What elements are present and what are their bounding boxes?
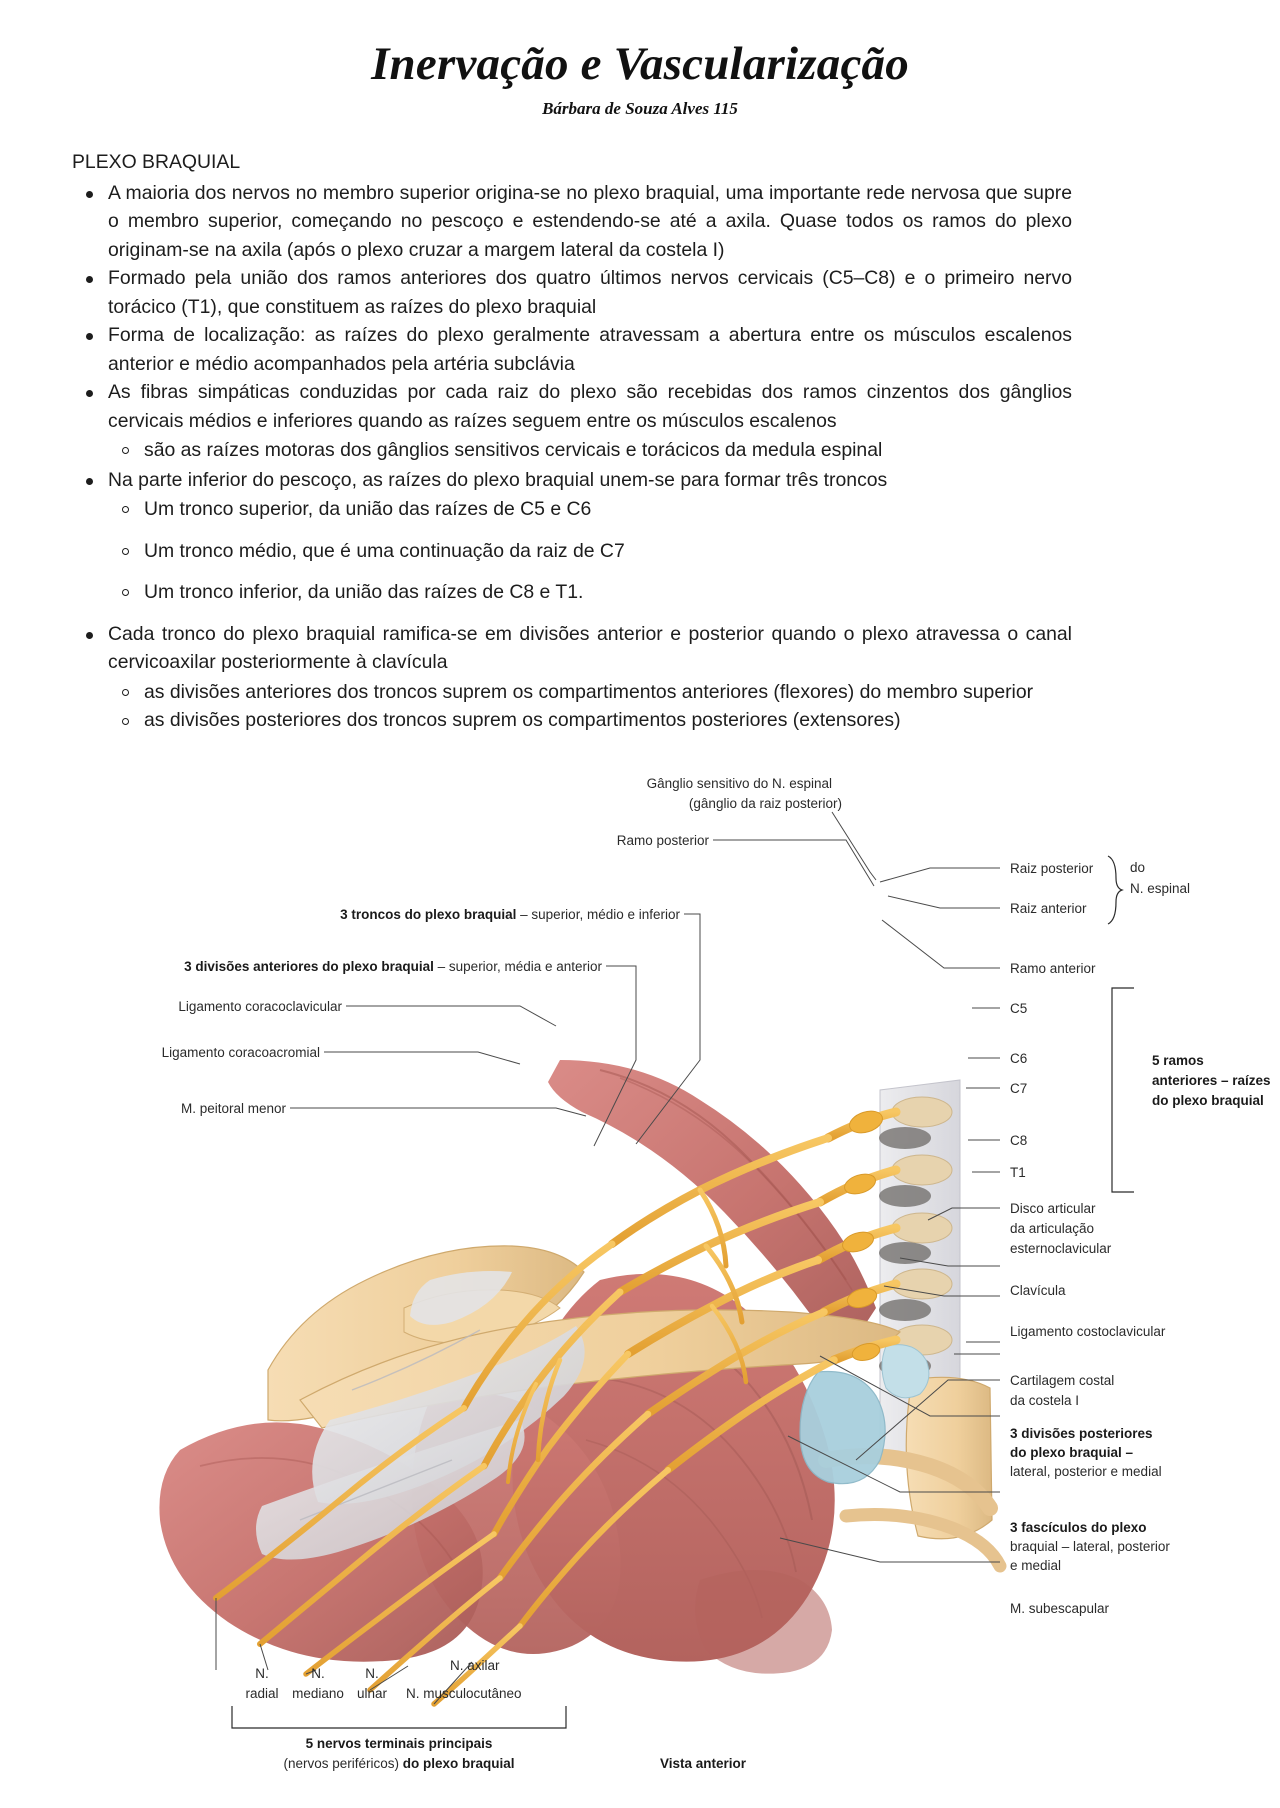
notes-sub-list: Um tronco superior, da união das raízes … bbox=[108, 495, 1072, 607]
label-3-divisoes-anteriores-bold: 3 divisões anteriores do plexo braquial bbox=[184, 959, 434, 974]
label-5-ramos-line2: anteriores – raízes bbox=[1152, 1073, 1271, 1088]
label-n-radial-l1: N. bbox=[255, 1666, 269, 1681]
label-cartilagem-costal-l2: da costela I bbox=[1010, 1393, 1079, 1408]
label-n-mediano-l1: N. bbox=[311, 1666, 325, 1681]
label-ramo-posterior: Ramo posterior bbox=[617, 833, 710, 848]
list-item: as divisões anteriores dos troncos supre… bbox=[108, 678, 1072, 707]
section-heading: PLEXO BRAQUIAL bbox=[72, 151, 241, 173]
caption-nervos-perifericos-bold: do plexo braquial bbox=[403, 1756, 515, 1771]
label-n-musculocutaneo: N. musculocutâneo bbox=[406, 1686, 522, 1701]
notes-body: PLEXO BRAQUIAL A maioria dos nervos no m… bbox=[72, 148, 1072, 736]
label-3-troncos-plain: – superior, médio e inferior bbox=[516, 907, 680, 922]
label-ligamento-coracoacromial: Ligamento coracoacromial bbox=[162, 1045, 320, 1060]
sub-bullet-text: são as raízes motoras dos gânglios sensi… bbox=[144, 439, 883, 462]
label-ganglio-line2: (gânglio da raiz posterior) bbox=[689, 796, 842, 811]
list-item: Forma de localização: as raízes do plexo… bbox=[72, 321, 1072, 378]
label-root-c5: C5 bbox=[1010, 1001, 1027, 1016]
label-clavicula: Clavícula bbox=[1010, 1283, 1066, 1298]
list-item: Formado pela união dos ramos anteriores … bbox=[72, 264, 1072, 321]
notes-bullet-list: A maioria dos nervos no membro superior … bbox=[72, 179, 1072, 735]
label-bracket-do: do bbox=[1130, 860, 1145, 875]
anatomy-illustration bbox=[159, 1060, 1007, 1707]
label-ganglio-line1: Gânglio sensitivo do N. espinal bbox=[647, 776, 832, 791]
label-root-c6: C6 bbox=[1010, 1051, 1027, 1066]
label-root-c7: C7 bbox=[1010, 1081, 1027, 1096]
label-5-ramos-line1: 5 ramos bbox=[1152, 1053, 1204, 1068]
bullet-text: A maioria dos nervos no membro superior … bbox=[108, 181, 1072, 261]
label-3-fasciculos-l3: e medial bbox=[1010, 1558, 1061, 1573]
notes-sub-list: as divisões anteriores dos troncos supre… bbox=[108, 678, 1072, 735]
label-m-peitoral-menor: M. peitoral menor bbox=[181, 1101, 287, 1116]
sub-bullet-text: as divisões posteriores dos troncos supr… bbox=[144, 709, 901, 732]
label-3-divisoes-anteriores: 3 divisões anteriores do plexo braquial … bbox=[184, 959, 602, 974]
label-3-divisoes-posteriores-l1: 3 divisões posteriores bbox=[1010, 1426, 1153, 1441]
label-n-ulnar-l1: N. bbox=[365, 1666, 379, 1681]
figure-labels: Gânglio sensitivo do N. espinal (gânglio… bbox=[162, 776, 1271, 1771]
list-item: as divisões posteriores dos troncos supr… bbox=[108, 706, 1072, 735]
label-n-ulnar-l2: ulnar bbox=[357, 1686, 388, 1701]
bullet-text: Formado pela união dos ramos anteriores … bbox=[108, 267, 1072, 318]
leader-lines bbox=[290, 811, 1000, 1563]
caption-5-nervos-terminais: 5 nervos terminais principais bbox=[306, 1736, 493, 1751]
label-3-fasciculos-l1: 3 fascículos do plexo bbox=[1010, 1520, 1147, 1535]
label-n-axilar: N. axilar bbox=[450, 1658, 500, 1673]
caption-vista-anterior: Vista anterior bbox=[660, 1756, 747, 1771]
bullet-text: Forma de localização: as raízes do plexo… bbox=[108, 324, 1072, 375]
label-ligamento-coracoclavicular: Ligamento coracoclavicular bbox=[178, 999, 342, 1014]
label-bracket-n-espinal: N. espinal bbox=[1130, 881, 1190, 896]
caption-nervos-perifericos-plain: (nervos periféricos) bbox=[283, 1756, 402, 1771]
label-3-troncos-bold: 3 troncos do plexo braquial bbox=[340, 907, 516, 922]
label-raiz-anterior: Raiz anterior bbox=[1010, 901, 1087, 916]
label-ramo-anterior: Ramo anterior bbox=[1010, 961, 1096, 976]
label-ligamento-costoclavicular: Ligamento costoclavicular bbox=[1010, 1324, 1166, 1339]
label-root-t1: T1 bbox=[1010, 1165, 1026, 1180]
label-raiz-posterior: Raiz posterior bbox=[1010, 861, 1094, 876]
notes-sub-list: são as raízes motoras dos gânglios sensi… bbox=[108, 436, 1072, 465]
bullet-text: As fibras simpáticas conduzidas por cada… bbox=[108, 381, 1072, 432]
list-item: Um tronco médio, que é uma continuação d… bbox=[108, 537, 1072, 566]
list-item: são as raízes motoras dos gânglios sensi… bbox=[108, 436, 1072, 465]
label-cartilagem-costal-l1: Cartilagem costal bbox=[1010, 1373, 1114, 1388]
label-disco-articular-l2: da articulação bbox=[1010, 1221, 1094, 1236]
list-item: A maioria dos nervos no membro superior … bbox=[72, 179, 1072, 265]
sub-bullet-text: Um tronco inferior, da união das raízes … bbox=[144, 581, 584, 604]
label-disco-articular-l1: Disco articular bbox=[1010, 1201, 1096, 1216]
list-item: Cada tronco do plexo braquial ramifica-s… bbox=[72, 620, 1072, 735]
page-subtitle: Bárbara de Souza Alves 115 bbox=[542, 99, 738, 119]
label-m-subescapular: M. subescapular bbox=[1010, 1601, 1110, 1616]
list-item: Um tronco inferior, da união das raízes … bbox=[108, 578, 1072, 607]
list-item: As fibras simpáticas conduzidas por cada… bbox=[72, 378, 1072, 465]
bullet-text: Cada tronco do plexo braquial ramifica-s… bbox=[108, 622, 1072, 674]
list-item: Um tronco superior, da união das raízes … bbox=[108, 495, 1072, 524]
sub-bullet-text: Um tronco médio, que é uma continuação d… bbox=[144, 539, 625, 562]
label-n-radial-l2: radial bbox=[245, 1686, 278, 1701]
label-3-troncos: 3 troncos do plexo braquial – superior, … bbox=[340, 907, 680, 922]
label-root-c8: C8 bbox=[1010, 1133, 1027, 1148]
label-5-ramos-line3: do plexo braquial bbox=[1152, 1093, 1264, 1108]
bullet-text: Na parte inferior do pescoço, as raízes … bbox=[108, 468, 888, 491]
label-3-fasciculos-l2: braquial – lateral, posterior bbox=[1010, 1539, 1170, 1554]
list-item: Na parte inferior do pescoço, as raízes … bbox=[72, 466, 1072, 607]
label-n-mediano-l2: mediano bbox=[292, 1686, 344, 1701]
label-3-divisoes-posteriores-l3: lateral, posterior e medial bbox=[1010, 1464, 1162, 1479]
sub-bullet-text: as divisões anteriores dos troncos supre… bbox=[144, 680, 1034, 703]
page-title: Inervação e Vascularização bbox=[371, 38, 909, 90]
terminal-nerve-labels: N. radial N. mediano N. ulnar N. axilar … bbox=[215, 1598, 522, 1705]
label-3-divisoes-posteriores-l2: do plexo braquial – bbox=[1010, 1445, 1134, 1460]
label-3-divisoes-anteriores-plain: – superior, média e anterior bbox=[434, 959, 603, 974]
caption-nervos-perifericos: (nervos periféricos) do plexo braquial bbox=[283, 1756, 514, 1771]
brackets bbox=[231, 855, 1134, 1729]
label-disco-articular-l3: esternoclavicular bbox=[1010, 1241, 1112, 1256]
brachial-plexus-figure: Gânglio sensitivo do N. espinal (gânglio… bbox=[0, 760, 1280, 1808]
sub-bullet-text: Um tronco superior, da união das raízes … bbox=[144, 498, 592, 521]
